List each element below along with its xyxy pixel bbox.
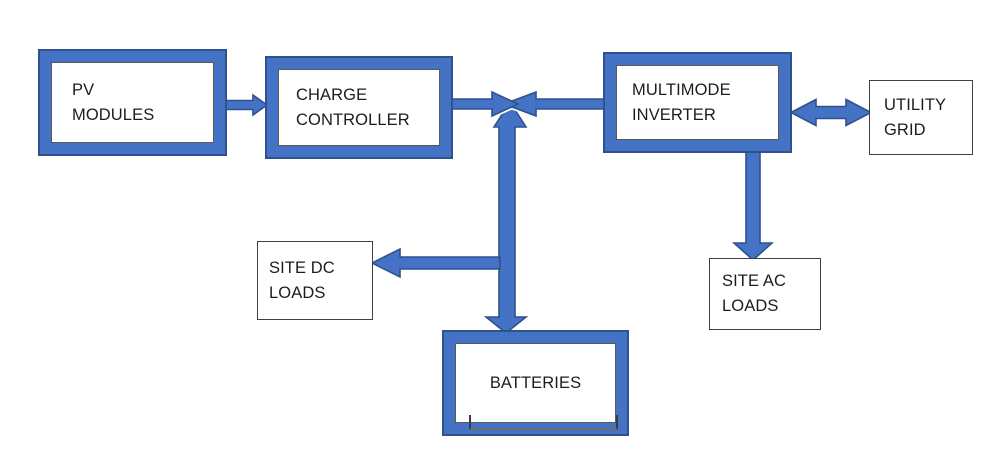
arrow-inverter-to-site-ac-loads <box>731 149 775 262</box>
arrow-junction-to-site-dc-loads <box>370 247 501 279</box>
pv-modules-label-line1: PV <box>72 80 95 99</box>
site-dc-loads-label-line1: SITE DC <box>269 258 335 277</box>
charge-controller-label-line1: CHARGE <box>296 85 368 104</box>
batteries-inner-box: BATTERIES <box>455 343 616 423</box>
charge-controller-label-line2: CONTROLLER <box>296 110 410 129</box>
multimode-inverter-inner-box: MULTIMODE INVERTER <box>616 65 779 140</box>
utility-grid-label-line1: UTILITY <box>884 95 947 114</box>
charge-controller-inner-box: CHARGE CONTROLLER <box>278 69 440 146</box>
node-batteries: BATTERIES <box>442 330 629 436</box>
arrow-junction-batteries-double <box>483 100 529 335</box>
node-charge-controller: CHARGE CONTROLLER <box>265 56 453 159</box>
site-ac-loads-label-line2: LOADS <box>722 297 779 315</box>
node-site-ac-loads: SITE AC LOADS <box>709 258 821 330</box>
utility-grid-label-line2: GRID <box>884 120 926 139</box>
arrow-inverter-utility-grid-double <box>789 98 873 127</box>
node-pv-modules: PV MODULES <box>38 49 227 156</box>
site-dc-loads-label-line2: LOADS <box>269 283 326 302</box>
pv-modules-inner-box: PV MODULES <box>51 62 214 143</box>
pv-modules-label-line2: MODULES <box>72 105 155 124</box>
arrow-charge-controller-to-junction <box>448 90 520 118</box>
multimode-inverter-label-line1: MULTIMODE <box>632 80 731 99</box>
node-site-dc-loads: SITE DC LOADS <box>257 241 373 320</box>
arrow-pv-to-charge-controller <box>222 93 269 117</box>
node-multimode-inverter: MULTIMODE INVERTER <box>603 52 792 153</box>
multimode-inverter-label-line2: INVERTER <box>632 105 716 124</box>
node-utility-grid: UTILITY GRID <box>869 80 973 155</box>
arrow-inverter-to-junction <box>501 90 608 118</box>
batteries-label-line1: BATTERIES <box>489 373 582 392</box>
site-ac-loads-label-line1: SITE AC <box>722 272 786 290</box>
batteries-inner-box-overhang <box>469 415 618 430</box>
